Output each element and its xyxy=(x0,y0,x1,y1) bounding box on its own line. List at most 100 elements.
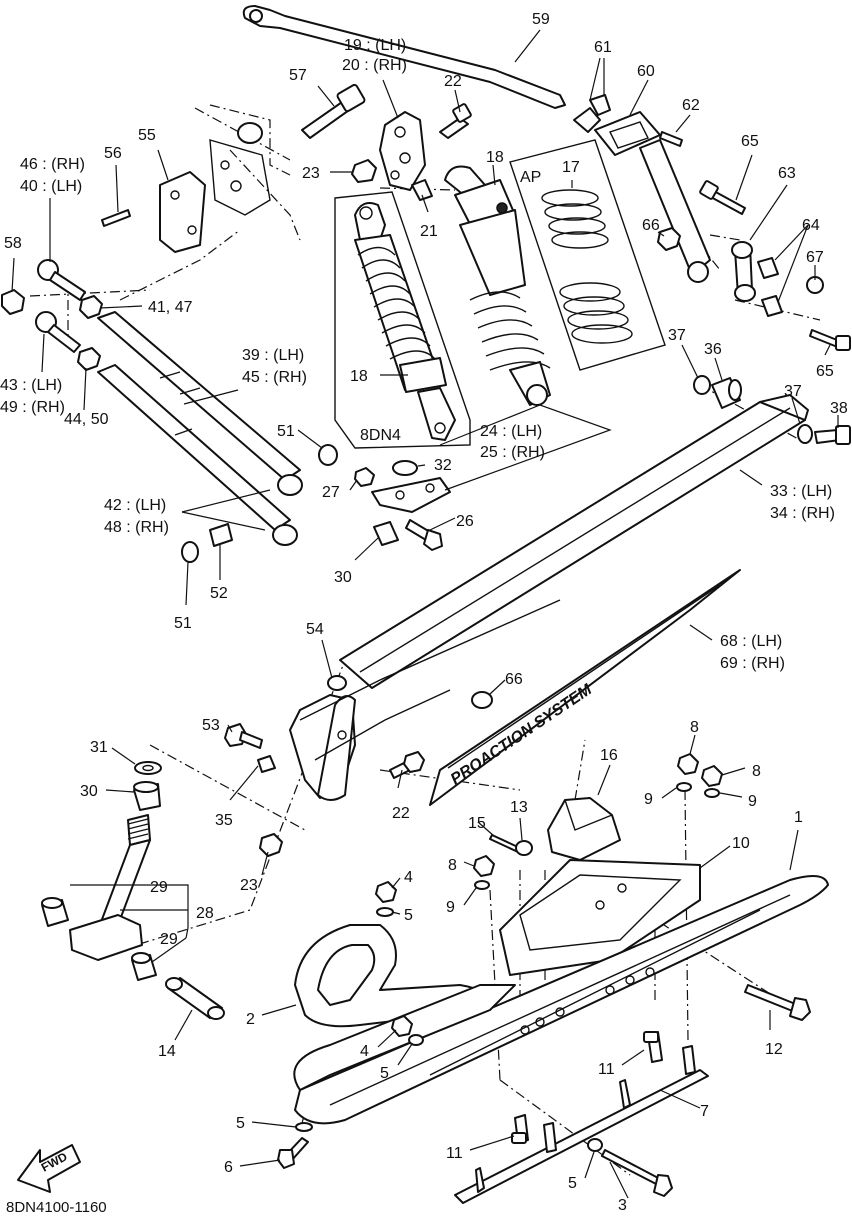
callout-22-mid: 22 xyxy=(392,805,410,822)
nut-4-upper xyxy=(375,881,397,903)
callout-24-lh: 24 : (LH) xyxy=(480,423,542,440)
callout-42-lh: 42 : (LH) xyxy=(104,497,166,514)
nut-8-a xyxy=(677,753,699,775)
callout-26: 26 xyxy=(456,513,474,530)
nut-23-top xyxy=(351,159,377,183)
callout-12: 12 xyxy=(765,1041,783,1058)
shock-absorber-left xyxy=(354,202,456,441)
nut-54 xyxy=(327,675,347,691)
callout-29-lower: 29 xyxy=(160,931,178,948)
spring-17 xyxy=(541,189,633,344)
bolt-38 xyxy=(814,425,851,445)
ski-1 xyxy=(293,875,829,1125)
callout-49-rh: 49 : (RH) xyxy=(0,399,65,416)
spindle-housing xyxy=(289,599,561,801)
callout-14: 14 xyxy=(158,1043,176,1060)
callout-21: 21 xyxy=(420,223,438,240)
callout-56: 56 xyxy=(104,145,122,162)
bolt-35 xyxy=(257,755,276,773)
nut-13 xyxy=(515,840,533,856)
bushing-30-upper xyxy=(373,521,399,546)
callout-27: 27 xyxy=(322,484,340,501)
callout-63: 63 xyxy=(778,165,796,182)
callout-20-rh: 20 : (RH) xyxy=(342,57,407,74)
bolt-65-top xyxy=(699,180,746,215)
callout-39-lh: 39 : (LH) xyxy=(242,347,304,364)
frame-mount xyxy=(209,122,271,216)
upper-a-arm xyxy=(97,311,303,496)
optional-box-label: AP xyxy=(520,169,541,186)
callout-33-lh: 33 : (LH) xyxy=(770,483,832,500)
ski-arm-33-34 xyxy=(339,394,809,689)
callout-11-left: 11 xyxy=(446,1145,463,1162)
callout-5-lower-a: 5 xyxy=(380,1065,389,1082)
bushing-51-upper xyxy=(318,444,338,466)
callout-1: 1 xyxy=(794,809,803,826)
callout-69-rh: 69 : (RH) xyxy=(720,655,785,672)
callout-48-rh: 48 : (RH) xyxy=(104,519,169,536)
bolt-65-bottom xyxy=(809,329,851,351)
bushing-29-left xyxy=(41,897,69,927)
washer-9-b xyxy=(704,788,720,798)
callout-13: 13 xyxy=(510,799,528,816)
callout-9-c: 9 xyxy=(446,899,455,916)
shock-absorber-right xyxy=(444,165,551,406)
callout-2: 2 xyxy=(246,1011,255,1028)
variant-box-label: 8DN4 xyxy=(360,427,401,444)
nut-23-mid xyxy=(259,833,283,857)
callout-62: 62 xyxy=(682,97,700,114)
washer-5-lower-c xyxy=(587,1138,603,1152)
pin-56 xyxy=(101,209,131,227)
leader-lines xyxy=(11,29,839,1199)
bolt-21 xyxy=(411,179,433,201)
callout-51-lower: 51 xyxy=(174,615,192,632)
callout-55: 55 xyxy=(138,127,156,144)
washer-5-lower-a xyxy=(408,1034,424,1046)
callout-58: 58 xyxy=(4,235,22,252)
decal-text: PROACTION SYSTEM xyxy=(448,681,596,788)
bolt-6 xyxy=(277,1137,309,1169)
bolt-57 xyxy=(301,83,366,139)
callout-37-right: 37 xyxy=(784,383,802,400)
callout-61: 61 xyxy=(594,39,612,56)
bolt-3 xyxy=(601,1149,673,1197)
bushing-64-lower xyxy=(761,295,783,317)
ball-joint-upper xyxy=(37,259,86,301)
callout-23-mid: 23 xyxy=(240,877,258,894)
bolt-11-a xyxy=(643,1031,663,1063)
callout-66-mid: 66 xyxy=(505,671,523,688)
collar-14 xyxy=(165,977,225,1020)
nut-4-lower xyxy=(391,1015,413,1037)
collar-66-mid xyxy=(471,691,493,709)
callout-30-lower: 30 xyxy=(80,783,98,800)
bolt-26 xyxy=(405,519,443,551)
callout-35: 35 xyxy=(215,812,233,829)
callout-4-lower: 4 xyxy=(360,1043,369,1060)
ski-bracket-10 xyxy=(499,859,701,976)
nut-8-c xyxy=(473,855,495,877)
callout-45-rh: 45 : (RH) xyxy=(242,369,307,386)
variant-box-8dn4 xyxy=(334,191,471,449)
callout-43-lh: 43 : (LH) xyxy=(0,377,62,394)
callout-44-50: 44, 50 xyxy=(64,411,109,428)
bushing-64-upper xyxy=(757,257,779,279)
callout-22-top: 22 xyxy=(444,73,462,90)
stabilizer-rod xyxy=(242,5,566,109)
callout-18-left: 18 xyxy=(350,368,368,385)
callout-6: 6 xyxy=(224,1159,233,1176)
stabilizer-link-arm xyxy=(639,139,711,283)
skag-7 xyxy=(454,1069,709,1204)
figure-code: 8DN4100-1160 xyxy=(6,1199,107,1216)
nut-8-b xyxy=(701,765,723,787)
link-rod-63 xyxy=(731,241,756,302)
callout-4-upper: 4 xyxy=(404,869,413,886)
callout-3: 3 xyxy=(618,1197,627,1214)
bolt-22-top xyxy=(439,103,472,139)
callout-5-lower-b: 5 xyxy=(236,1115,245,1132)
collar-36 xyxy=(711,377,742,409)
washer-31 xyxy=(134,761,162,775)
callout-54: 54 xyxy=(306,621,324,638)
stud-11-d xyxy=(543,1122,557,1153)
nut-58 xyxy=(1,289,25,315)
